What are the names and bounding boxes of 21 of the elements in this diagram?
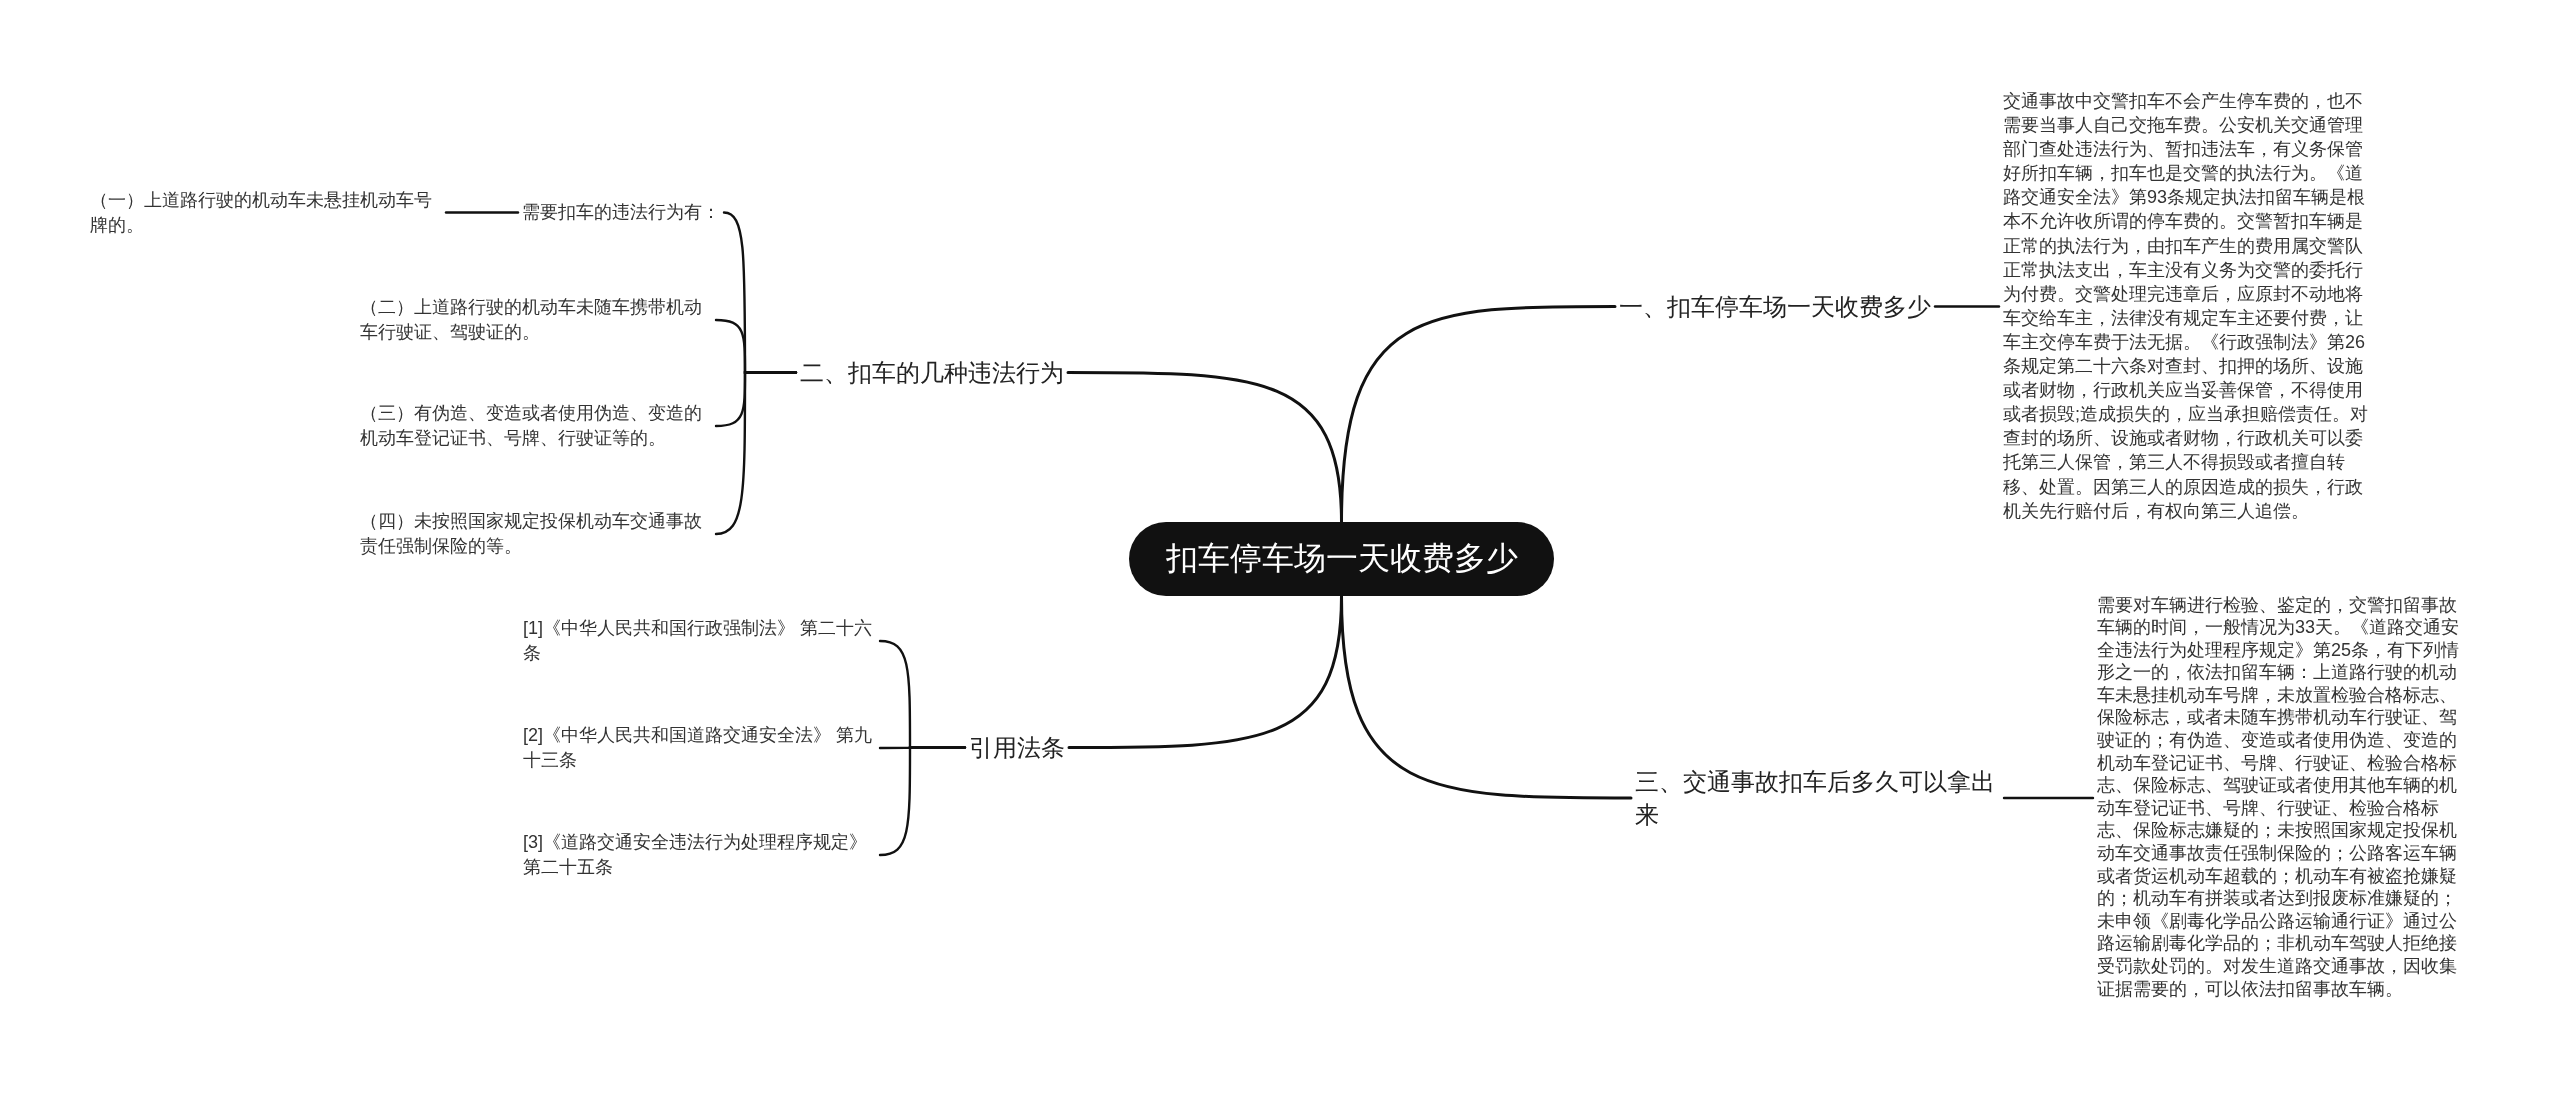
bracket-connector — [878, 746, 967, 857]
connector-line — [2002, 796, 2095, 800]
citation-text: [1]《中华人民共和国行政强制法》 第二十六条 — [523, 616, 876, 666]
list-item-text: （四）未按照国家规定投保机动车交通事故责任强制保险的等。 — [360, 509, 712, 559]
list-item-text: （三）有伪造、变造或者使用伪造、变造的机动车登记证书、号牌、行驶证等的。 — [360, 401, 712, 451]
central-topic: 扣车停车场一天收费多少 — [1129, 522, 1554, 596]
branch-topic: 二、扣车的几种违法行为 — [800, 355, 1064, 389]
paragraph-text: 交通事故中交警扣车不会产生停车费的，也不需要当事人自己交拖车费。公安机关交通管理部门查处违法行为、暂扣违法车，有义务保管好所扣车辆，扣车也是交警的执法行为。《道路交通安全法》第93条规定执法扣留车辆是根本不允许收所谓的停车费的。交警暂扣车辆是正常的执法行为，由扣车产生的费用属交警队正常执法支出，车主没有义务为交警的委托行为付费。交警处理完违章后，应原封不动地将车交给车主，法律没有规定车主还要付费，让车主交停车费于法无据。《行政强制法》第26条规定第二十六条对查封、扣押的场所、设施或者财物，行政机关应当妥善保管，不得使用或者损毁;造成损失的，应当承担赔偿责任。对查封的场所、设施或者财物，行政机关可以委托第三人保管，第三人不得损毁或者擅自转移、处置。因第三人的原因造成的损失，行政机关先行赔付后，有权向第三人追偿。 — [2003, 89, 2373, 523]
branch-topic: 一、扣车停车场一天收费多少 — [1619, 289, 1931, 323]
list-item-text: （二）上道路行驶的机动车未随车携带机动车行驶证、驾驶证的。 — [360, 295, 712, 345]
connector-line — [1933, 305, 2001, 308]
paragraph-text: 需要对车辆进行检验、鉴定的，交警扣留事故车辆的时间，一般情况为33天。《道路交通安全违法行为处理程序规定》第25条，有下列情形之一的，依法扣留车辆：上道路行驶的机动车未悬挂机动车号牌，未放置检验合格标志、保险标志，或者未随车携带机动车行驶证、驾驶证的；有伪造、变造或者使用伪造、变造的机动车登记证书、号牌、行驶证、检验合格标志、保险标志、驾驶证或者使用其他车辆的机动车登记证书、号牌、行驶证、检验合格标志、保险标志嫌疑的；未按照国家规定投保机动车交通事故责任强制保险的；公路客运车辆或者货运机动车超载的；机动车有被盗抢嫌疑的；机动车有拼装或者达到报废标准嫌疑的；未申领《剧毒化学品公路运输通行证》通过公路运输剧毒化学品的；非机动车驾驶人拒绝接受罚款处罚的。对发生道路交通事故，因收集证据需要的，可以依法扣留事故车辆。 — [2097, 593, 2467, 1001]
subtopic-text: 需要扣车的违法行为有： — [522, 199, 720, 225]
curved-connector — [1067, 594, 1343, 749]
bracket-connector — [714, 371, 798, 536]
connector-line — [444, 211, 520, 214]
branch-topic: 引用法条 — [969, 730, 1065, 764]
branch-topic: 三、交通事故扣车后多久可以拿出来 — [1635, 765, 2000, 831]
citation-text: [3]《道路交通安全违法行为处理程序规定》第二十五条 — [523, 830, 876, 880]
citation-text: [2]《中华人民共和国道路交通安全法》 第九十三条 — [523, 723, 876, 773]
list-item-text: （一）上道路行驶的机动车未悬挂机动车号牌的。 — [90, 188, 442, 238]
